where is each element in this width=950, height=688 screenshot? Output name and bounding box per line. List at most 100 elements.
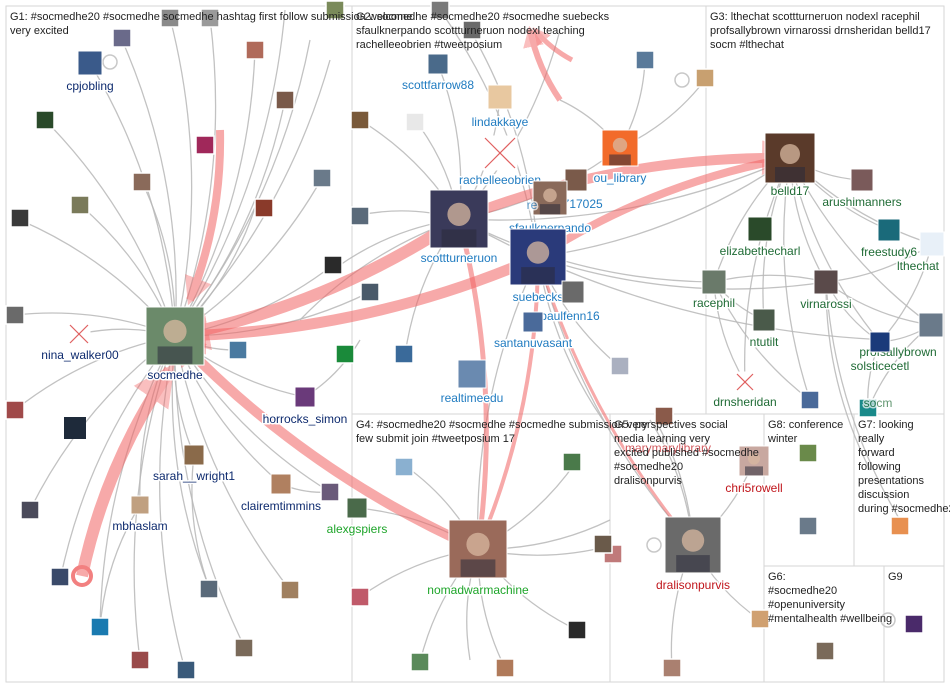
account-node[interactable] xyxy=(662,658,682,678)
account-node[interactable] xyxy=(5,400,25,420)
account-node[interactable] xyxy=(130,650,150,670)
account-node[interactable] xyxy=(275,90,295,110)
node-avatar[interactable] xyxy=(487,84,513,110)
account-node[interactable] xyxy=(350,587,370,607)
account-node[interactable] xyxy=(495,658,515,678)
account-node[interactable] xyxy=(750,609,770,629)
account-node[interactable] xyxy=(20,500,40,520)
account-node[interactable] xyxy=(405,112,425,132)
account-node[interactable] xyxy=(90,617,110,637)
account-node[interactable] xyxy=(64,417,86,439)
account-node[interactable] xyxy=(695,68,715,88)
node-ou_library[interactable] xyxy=(601,129,639,167)
account-node[interactable] xyxy=(798,443,818,463)
node-ntutilt[interactable] xyxy=(752,308,776,332)
node-avatar[interactable] xyxy=(77,50,103,76)
node-n26717025[interactable] xyxy=(564,168,588,192)
account-node[interactable] xyxy=(312,168,332,188)
account-node[interactable] xyxy=(50,567,70,587)
node-paulfenn16[interactable] xyxy=(561,280,585,304)
node-avatar[interactable] xyxy=(270,473,292,495)
account-node[interactable] xyxy=(800,390,820,410)
account-node[interactable] xyxy=(280,580,300,600)
node-avatar[interactable] xyxy=(457,359,487,389)
node-realtimeedu[interactable] xyxy=(457,359,487,389)
node-avatar[interactable] xyxy=(130,495,150,515)
account-node[interactable] xyxy=(35,110,55,130)
node-avatar[interactable] xyxy=(877,218,901,242)
account-node[interactable] xyxy=(320,482,340,502)
account-node[interactable] xyxy=(112,28,132,48)
account-node[interactable] xyxy=(245,40,265,60)
account-node[interactable] xyxy=(350,110,370,130)
node-socmedhe[interactable] xyxy=(145,306,205,366)
account-node[interactable] xyxy=(254,198,274,218)
account-node[interactable] xyxy=(195,135,215,155)
node-avatar[interactable] xyxy=(346,497,368,519)
account-node[interactable] xyxy=(567,620,587,640)
node-racephil[interactable] xyxy=(701,269,727,295)
account-node[interactable] xyxy=(593,534,613,554)
node-avatar[interactable] xyxy=(522,311,544,333)
node-clairemtimmins[interactable] xyxy=(270,473,292,495)
account-node[interactable] xyxy=(234,638,254,658)
account-node[interactable] xyxy=(430,0,450,20)
node-avatar[interactable] xyxy=(294,386,316,408)
account-node[interactable] xyxy=(798,516,818,536)
node-avatar[interactable] xyxy=(564,168,588,192)
node-solsticecetl[interactable] xyxy=(869,331,891,353)
node-sarah__wright1[interactable] xyxy=(183,444,205,466)
account-node[interactable] xyxy=(335,344,355,364)
node-rachelleeobrien[interactable] xyxy=(482,135,518,171)
account-node[interactable] xyxy=(199,579,219,599)
account-node[interactable] xyxy=(394,344,414,364)
account-node[interactable] xyxy=(394,457,414,477)
account-node[interactable] xyxy=(858,398,878,418)
node-arushimanners[interactable] xyxy=(850,168,874,192)
account-node[interactable] xyxy=(200,8,220,28)
node-drnsheridan[interactable] xyxy=(734,371,756,393)
account-node[interactable] xyxy=(132,172,152,192)
node-avatar[interactable] xyxy=(918,312,944,338)
node-chri5rowell[interactable] xyxy=(738,445,770,477)
node-horrocks_simon[interactable] xyxy=(294,386,316,408)
account-node[interactable] xyxy=(610,356,630,376)
node-avatar[interactable] xyxy=(850,168,874,192)
node-avatar[interactable] xyxy=(869,331,891,353)
node-avatar[interactable] xyxy=(561,280,585,304)
node-avatar[interactable] xyxy=(427,53,449,75)
account-node[interactable] xyxy=(815,641,835,661)
node-scottfarrow88[interactable] xyxy=(427,53,449,75)
node-profsallybrown[interactable] xyxy=(918,312,944,338)
node-scottturneruon[interactable] xyxy=(429,189,489,249)
node-cpjobling[interactable] xyxy=(77,50,103,76)
node-santanuvasant[interactable] xyxy=(522,311,544,333)
node-avatar[interactable] xyxy=(747,216,773,242)
account-node[interactable] xyxy=(904,614,924,634)
node-nomadwarmachine[interactable] xyxy=(448,519,508,579)
account-node[interactable] xyxy=(350,206,370,226)
account-node[interactable] xyxy=(325,0,345,20)
account-node[interactable] xyxy=(562,452,582,472)
node-elizabethecharl[interactable] xyxy=(747,216,773,242)
node-mbhaslam[interactable] xyxy=(130,495,150,515)
node-sfaulknerpando[interactable] xyxy=(532,180,568,216)
account-node[interactable] xyxy=(462,20,482,40)
node-lthechat[interactable] xyxy=(919,231,945,257)
node-alexgspiers[interactable] xyxy=(346,497,368,519)
account-node[interactable] xyxy=(890,516,910,536)
node-lindakkaye[interactable] xyxy=(487,84,513,110)
account-node[interactable] xyxy=(410,652,430,672)
account-node[interactable] xyxy=(160,8,180,28)
account-node[interactable] xyxy=(360,282,380,302)
node-avatar[interactable] xyxy=(752,308,776,332)
node-avatar[interactable] xyxy=(701,269,727,295)
node-virnarossi[interactable] xyxy=(813,269,839,295)
account-node[interactable] xyxy=(5,305,25,325)
account-node[interactable] xyxy=(323,255,343,275)
account-node[interactable] xyxy=(176,660,196,680)
node-suebecks[interactable] xyxy=(509,228,567,286)
node-avatar[interactable] xyxy=(813,269,839,295)
node-belld17[interactable] xyxy=(764,132,816,184)
node-nina_walker00[interactable] xyxy=(67,322,91,346)
